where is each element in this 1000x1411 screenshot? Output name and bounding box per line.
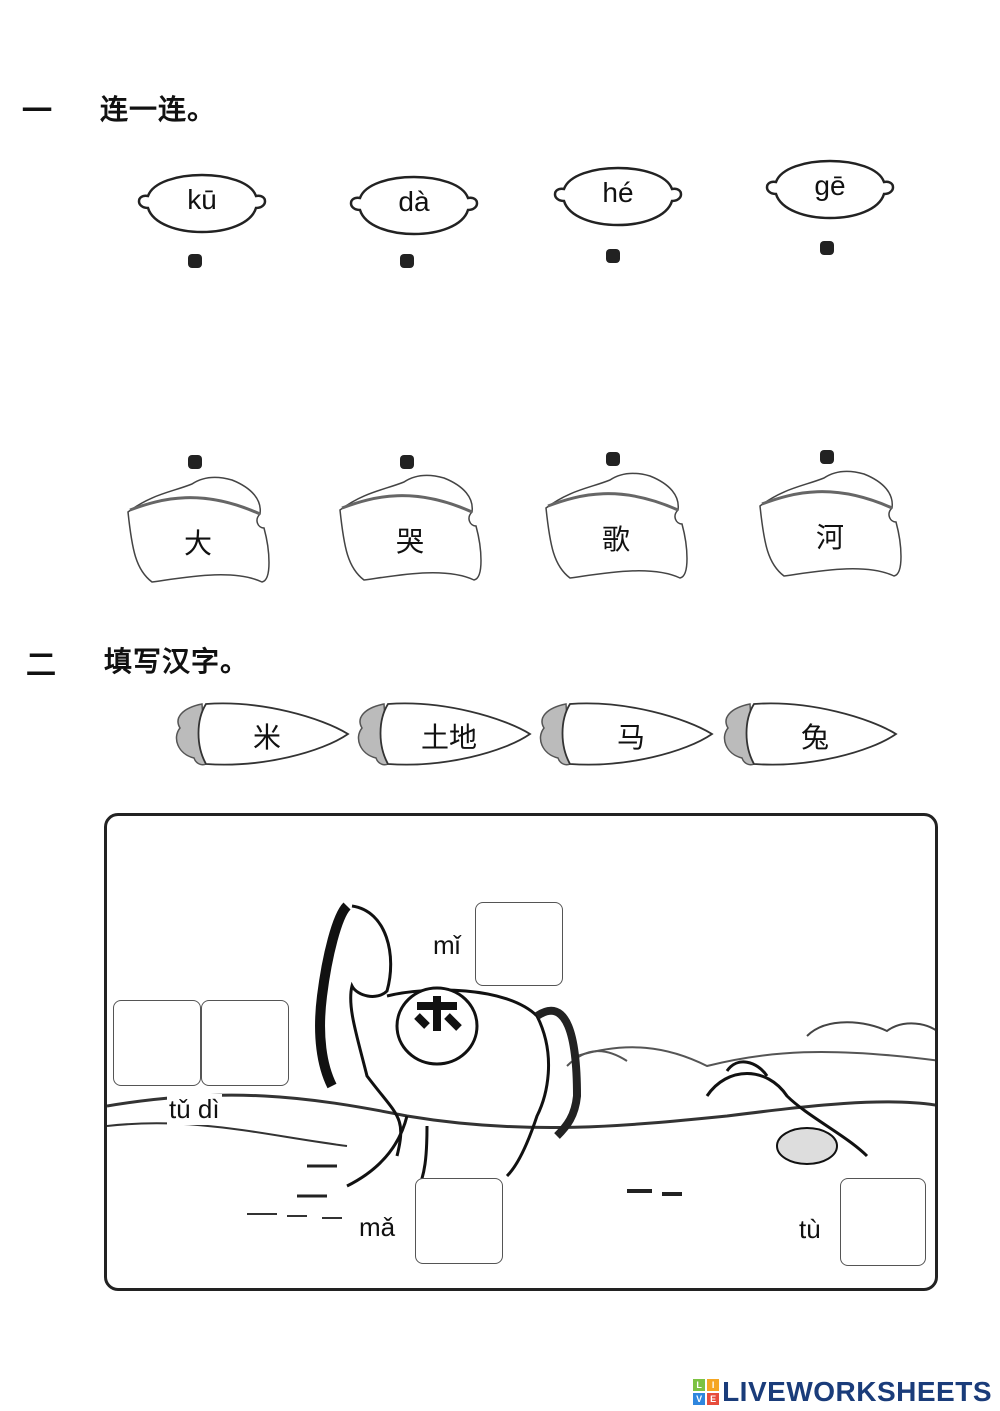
match-dot-bottom-4[interactable] [820,450,834,464]
carrot-shape-icon [539,702,714,766]
word-bank-item-3: 马 [536,698,716,770]
section-2-title: 填写汉字。 [104,645,250,678]
carrot-shape-icon [357,702,532,766]
lemon-shape-icon [349,175,479,236]
logo-text: LIVEWORKSHEETS [722,1376,992,1407]
pinyin-mi: mǐ [433,930,461,960]
section-1-title: 连一连。 [100,93,217,126]
pinyin-label: gē [814,170,846,201]
word-label: 米 [252,721,281,754]
word-label: 土地 [420,721,477,754]
character-card-2: 哭 [334,468,486,588]
bread-shape-icon [759,470,902,577]
carrot-shape-icon [175,702,350,766]
liveworksheets-logo: L I V E LIVEWORKSHEETS [693,1376,992,1408]
answer-box-tu[interactable] [840,1178,926,1266]
match-dot-top-3[interactable] [606,249,620,263]
pinyin-bubble-2: dà [344,164,484,242]
bread-shape-icon [127,476,270,583]
section-2-number: 二 [26,648,56,683]
logo-tiles-icon: L I V E [693,1379,720,1405]
pinyin-ma: mǎ [359,1212,396,1242]
answer-box-ma[interactable] [415,1178,503,1264]
answer-box-mi[interactable] [475,902,563,986]
character-label: 哭 [395,525,424,558]
pinyin-tu: tù [799,1214,821,1244]
pinyin-bubble-3: hé [548,155,688,233]
word-label: 兔 [800,721,829,754]
pinyin-bubble-1: kū [132,162,272,240]
answer-box-tudi-1[interactable] [113,1000,201,1086]
character-label: 河 [815,521,844,554]
bread-shape-icon [339,474,482,581]
character-card-4: 河 [754,464,906,584]
word-bank-item-4: 兔 [720,698,900,770]
pinyin-label: dà [398,186,430,217]
bread-shape-icon [545,472,688,579]
carrot-shape-icon [723,702,898,766]
pinyin-bubble-4: gē [760,148,900,226]
lemon-shape-icon [137,173,267,234]
illustration-frame: mǐ tǔ dì mǎ tù [104,813,938,1291]
match-dot-top-2[interactable] [400,254,414,268]
character-card-3: 歌 [540,466,692,586]
farm-scene-illustration [107,902,935,1219]
word-bank-item-1: 米 [172,698,352,770]
word-bank-item-2: 土地 [354,698,534,770]
match-dot-bottom-1[interactable] [188,455,202,469]
pinyin-label: hé [602,177,634,208]
match-dot-top-1[interactable] [188,254,202,268]
pinyin-label: kū [187,184,217,215]
character-label: 大 [183,527,212,560]
word-label: 马 [616,721,645,754]
pinyin-tudi: tǔ dì [167,1094,222,1125]
lemon-shape-icon [765,159,895,220]
match-dot-bottom-2[interactable] [400,455,414,469]
match-dot-top-4[interactable] [820,241,834,255]
answer-box-tudi-2[interactable] [201,1000,289,1086]
character-label: 歌 [601,523,630,556]
match-dot-bottom-3[interactable] [606,452,620,466]
section-1-number: 一 [22,94,52,129]
character-card-1: 大 [122,470,274,590]
lemon-shape-icon [553,166,683,227]
